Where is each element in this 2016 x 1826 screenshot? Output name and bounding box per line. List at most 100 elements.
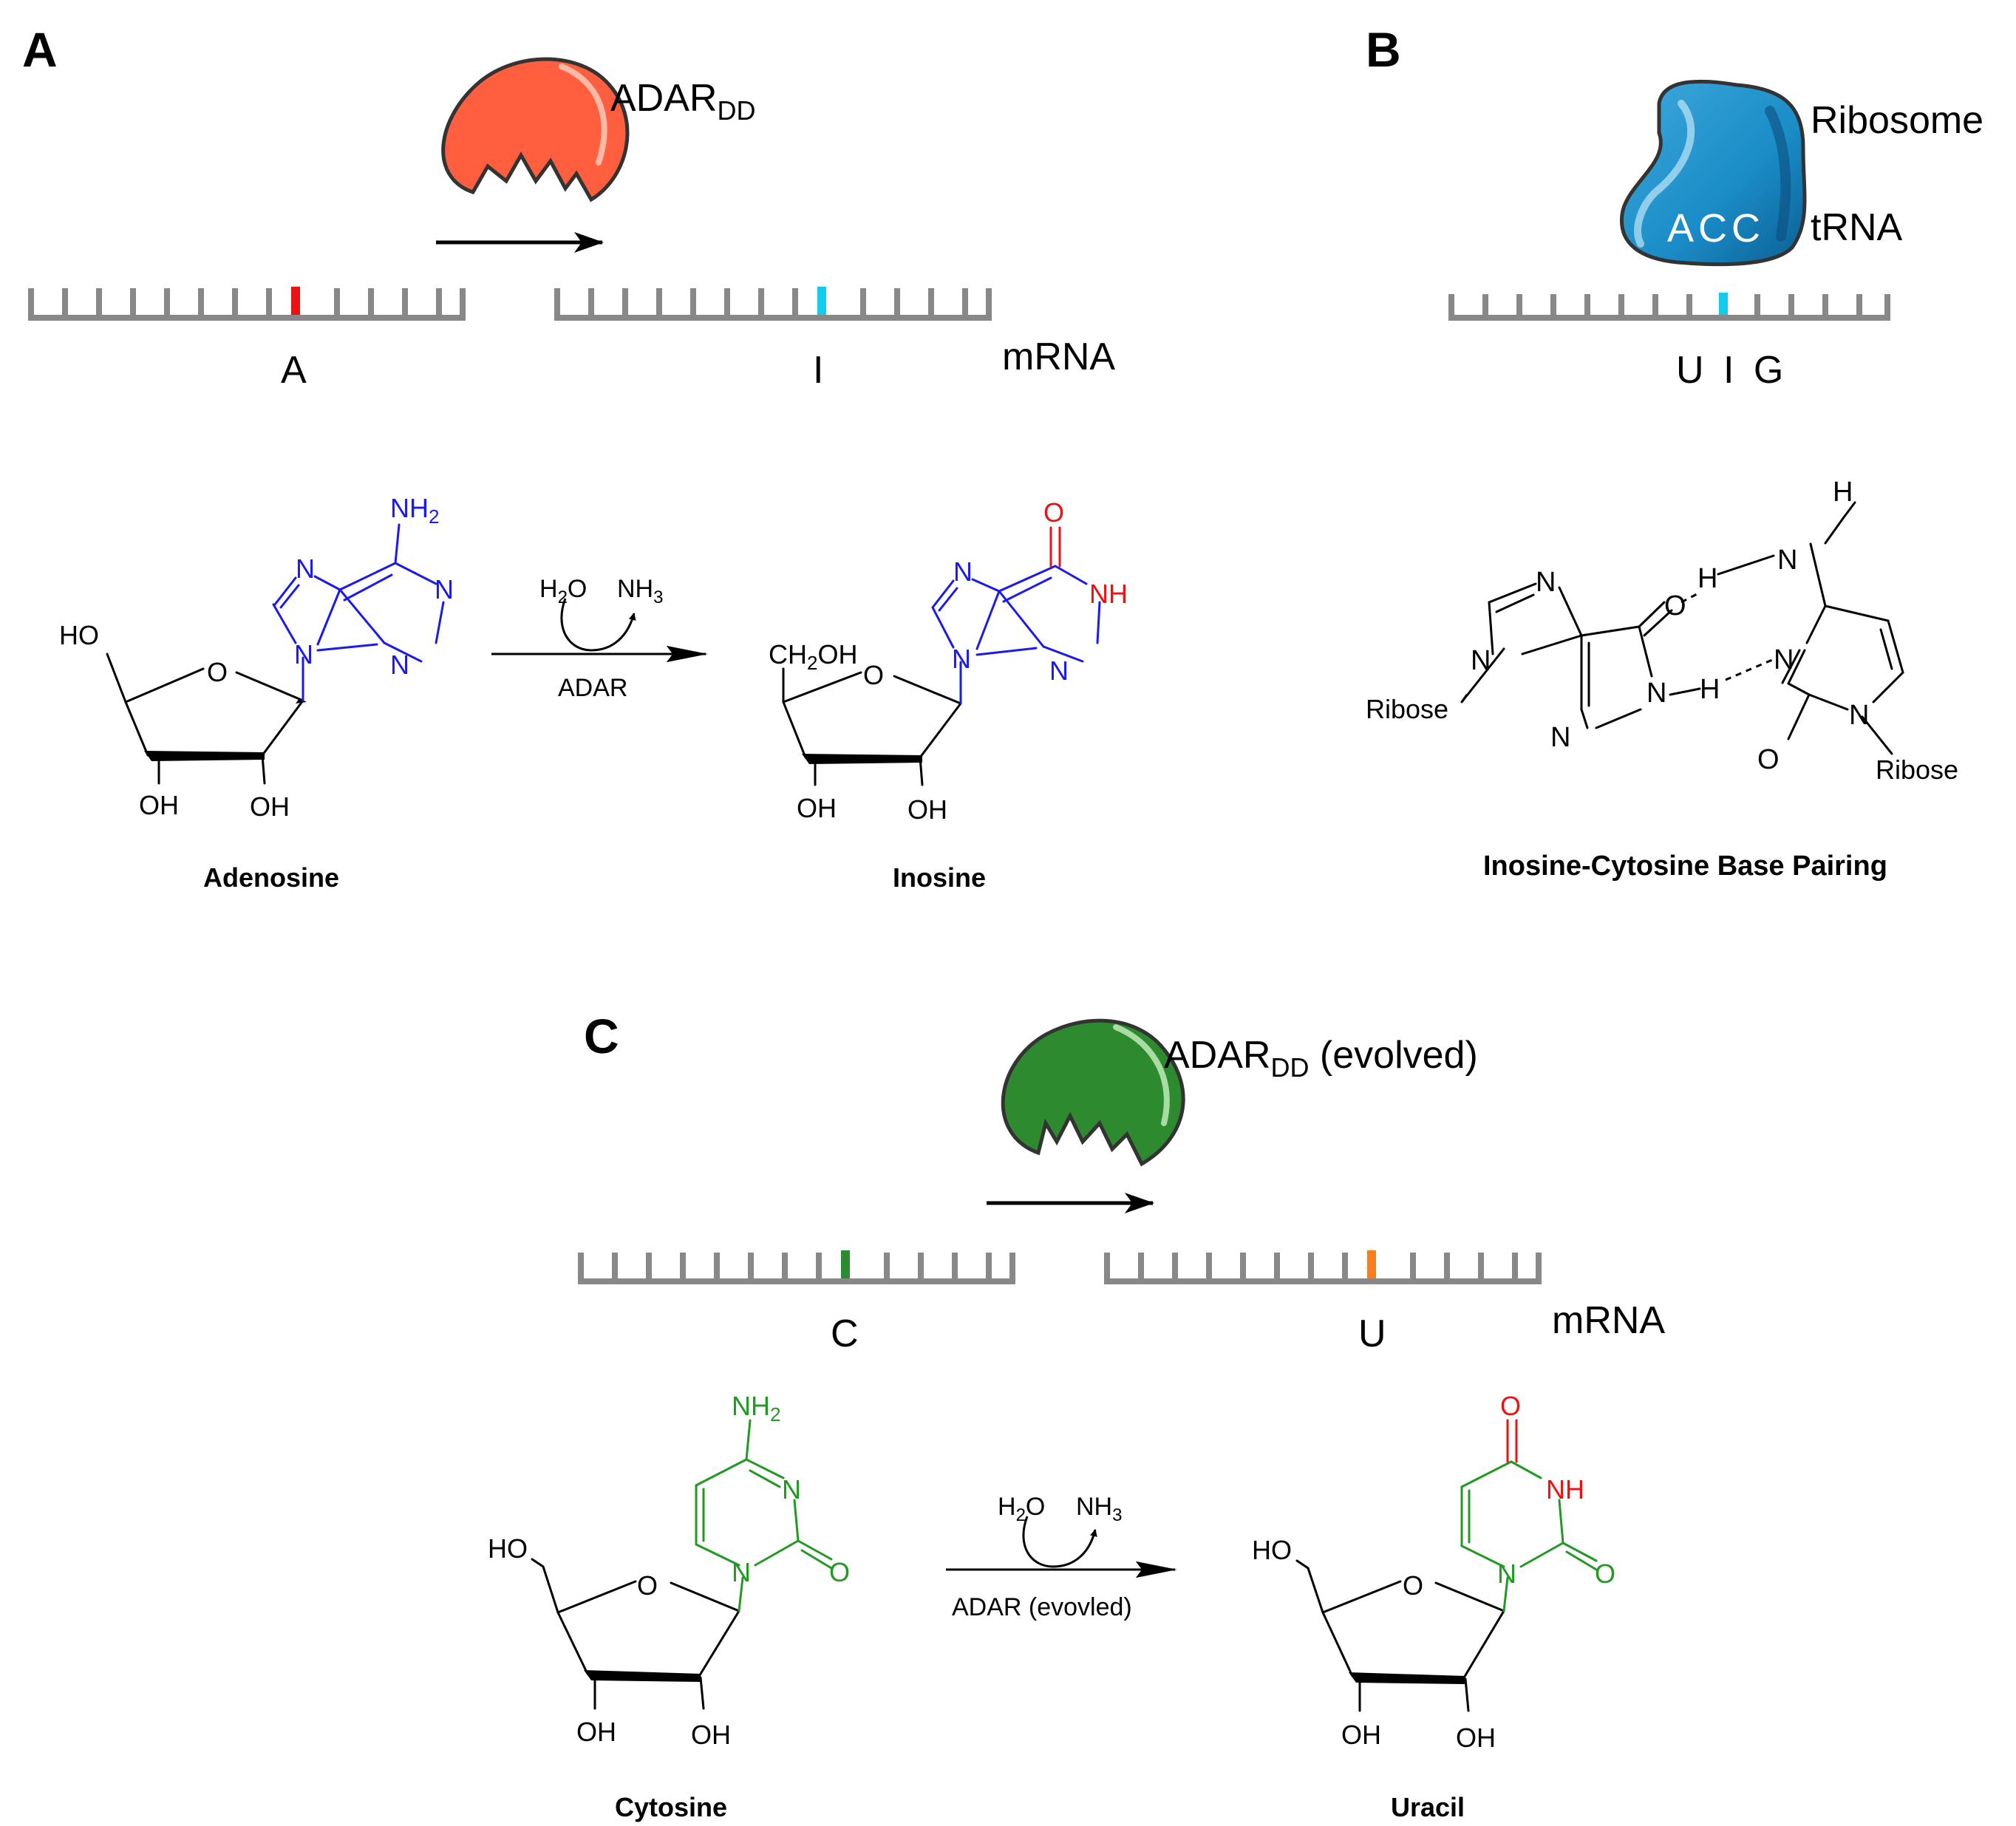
adar-dd-enzyme-icon — [441, 57, 630, 202]
ic-dashed-bonds — [1680, 591, 1778, 681]
n3-a: N — [390, 650, 409, 680]
uracil-base — [1460, 1460, 1598, 1612]
carbonyl-o-i: O — [1043, 497, 1064, 528]
ic-n3-c: N — [1774, 644, 1794, 675]
cytosine-ribose — [531, 1558, 740, 1710]
ho-c1: HO — [488, 1533, 528, 1564]
adar-dd-evolved-enzyme-icon — [1001, 1018, 1185, 1167]
ic-n9: N — [1471, 645, 1491, 676]
uracil-ribose — [1295, 1559, 1505, 1712]
ic-h-amino: H — [1697, 563, 1717, 594]
strand-c-base-label: C — [831, 1312, 859, 1355]
ic-ribose-left: Ribose — [1366, 694, 1448, 724]
enzyme-a-label: ADARDD — [610, 77, 755, 126]
ribosome-label: Ribosome — [1811, 99, 1983, 142]
oh-i1: OH — [797, 793, 837, 823]
ic-atoms: H N H N O N N H N N N O Ribose Ribose — [1366, 477, 1958, 785]
ch2oh-i: CH2OH — [769, 639, 857, 674]
anticodon-label: ACC — [1667, 206, 1765, 251]
panel-b: B ACC Ribosome tRNA U I G — [1366, 22, 1983, 882]
cytosine-structure: O HO OH OH N N O NH2 Cytosine — [488, 1391, 850, 1822]
panel-a-label: A — [22, 22, 58, 77]
ic-n-amino: N — [1777, 545, 1797, 576]
codon-label: U I G — [1676, 349, 1788, 392]
reagent-out-a: NH3 — [617, 575, 663, 607]
reaction-a: H2O NH3 ADAR — [491, 575, 708, 702]
ic-ribose-right: Ribose — [1876, 754, 1958, 785]
mrna-label-a: mRNA — [1002, 335, 1115, 378]
panel-c: C ADARDD (evolved) C U mRNA — [488, 1009, 1665, 1822]
n3-i: N — [1049, 655, 1069, 686]
cytosine-bold-bond — [584, 1670, 701, 1682]
n7-a: N — [296, 553, 315, 584]
mrna-strand-a-before — [28, 288, 466, 321]
reaction-c: H2O NH3 ADAR (evovled) — [946, 1493, 1177, 1621]
ic-ribose-bond-left — [1460, 694, 1468, 703]
cytosine-name: Cytosine — [615, 1792, 727, 1822]
nh-i: NH — [1089, 579, 1128, 609]
strand-c-edited-base-label: U — [1358, 1312, 1386, 1355]
nh2-a: NH2 — [390, 493, 439, 528]
ho-u1: HO — [1252, 1535, 1292, 1565]
ic-n3-i: N — [1550, 722, 1570, 753]
oh-a2: OH — [250, 791, 290, 822]
mrna-strand-c-before — [578, 1253, 1015, 1284]
enzyme-body — [441, 57, 630, 202]
o2-c: O — [829, 1557, 850, 1587]
uracil-bold-bond — [1349, 1672, 1465, 1684]
oh-c1: OH — [576, 1717, 616, 1747]
adenosine-bold-bond — [144, 751, 265, 761]
ring-o-c1: O — [637, 1570, 658, 1601]
enzyme-c-body — [1001, 1018, 1185, 1167]
inosine-ribose — [782, 667, 962, 786]
inosine-name: Inosine — [893, 862, 986, 893]
ic-n7: N — [1536, 567, 1556, 598]
panel-a: A ADARDD A I mRNA — [22, 22, 1128, 893]
oh-i2: OH — [907, 794, 947, 825]
o4-u: O — [1500, 1391, 1521, 1421]
reagent-out-c: NH3 — [1076, 1493, 1122, 1525]
panel-b-label: B — [1366, 22, 1401, 77]
uracil-name: Uracil — [1391, 1792, 1465, 1822]
nh-u: NH — [1546, 1474, 1584, 1505]
reagent-in-a: H2O — [539, 575, 587, 607]
adenine-atoms: N N N N NH2 — [294, 493, 454, 680]
cytosine-base — [695, 1419, 833, 1612]
adenosine-structure: O HO OH OH N — [59, 493, 454, 893]
catalyst-c: ADAR (evovled) — [952, 1593, 1132, 1621]
mrna-strand-b — [1448, 294, 1890, 321]
n1-u: N — [1497, 1558, 1516, 1589]
trna-label: tRNA — [1811, 206, 1903, 249]
n1-a: N — [435, 574, 454, 604]
inosine-structure: O CH2OH OH OH — [769, 497, 1128, 893]
mrna-label-c: mRNA — [1552, 1299, 1665, 1342]
strand-a-base-label: A — [281, 349, 307, 392]
ribosome-shade — [1765, 106, 1791, 242]
n1-c: N — [732, 1557, 751, 1587]
oh-c2: OH — [691, 1720, 731, 1750]
hypoxanthine-carbonyl — [1049, 526, 1061, 568]
ribosome-body — [1619, 79, 1807, 267]
ho-a1: HO — [59, 620, 99, 650]
hypoxanthine-base — [931, 565, 1101, 705]
nh2-c: NH2 — [732, 1391, 780, 1425]
ring-o-u1: O — [1403, 1570, 1423, 1601]
strand-a-edited-base-label: I — [813, 349, 823, 392]
ic-base-pairing: H N H N O N N H N N N O Ribose Ribose In… — [1366, 477, 1958, 882]
ic-h-n1: H — [1700, 674, 1720, 705]
ring-o-a1: O — [207, 657, 228, 687]
mrna-strand-c-after — [1104, 1253, 1542, 1284]
adenine-base — [272, 523, 445, 702]
catalyst-a: ADAR — [558, 674, 627, 702]
n9-i: N — [952, 644, 971, 674]
n3-c: N — [782, 1474, 801, 1505]
oh-u1: OH — [1341, 1720, 1381, 1750]
reaction-c-curve — [1022, 1516, 1097, 1568]
ic-bonds — [1460, 501, 1904, 755]
ribosome-icon: ACC — [1619, 79, 1807, 267]
ic-h-top: H — [1833, 477, 1853, 508]
uracil-structure: O HO OH OH N NH O O — [1252, 1391, 1615, 1822]
enzyme-c-label: ADARDD (evolved) — [1164, 1034, 1478, 1083]
reaction-a-curve — [560, 598, 636, 652]
ic-n1: N — [1646, 678, 1666, 709]
